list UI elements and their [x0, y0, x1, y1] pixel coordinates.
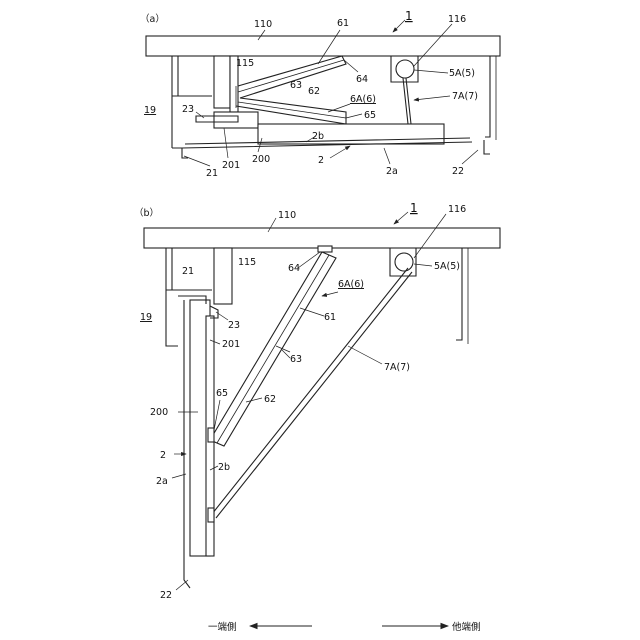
label-63: 63	[290, 354, 302, 365]
strut-end	[208, 508, 214, 522]
label-63: 63	[290, 80, 302, 91]
label-2: 2	[318, 155, 324, 166]
hinge-65	[208, 428, 214, 442]
label-200: 200	[252, 154, 270, 165]
label-110: 110	[278, 210, 296, 221]
other-end-side-label: 他端側	[452, 621, 481, 633]
label-201: 201	[222, 160, 240, 171]
pivot-5a	[396, 60, 414, 78]
label-115: 115	[238, 257, 256, 268]
strut-7a	[403, 78, 411, 124]
label-110: 110	[254, 19, 272, 30]
label-201: 201	[222, 339, 240, 350]
leader-65	[346, 114, 362, 118]
label-21: 21	[182, 266, 194, 277]
hinge-64	[318, 246, 332, 252]
leader-23	[196, 112, 204, 118]
leader-5a	[414, 70, 448, 73]
label-61: 61	[324, 312, 336, 323]
leader-2a	[384, 148, 390, 164]
label-1: 1	[410, 201, 418, 215]
leader-22	[176, 580, 188, 590]
label-19: 19	[140, 312, 152, 323]
leader-1	[393, 20, 405, 32]
label-62: 62	[264, 394, 276, 405]
support-block	[214, 56, 230, 108]
panel-b: （b） 110 1 116 21	[134, 201, 500, 601]
support-block	[214, 248, 232, 304]
label-65: 65	[364, 110, 376, 121]
panel-2a-edge	[184, 300, 190, 588]
label-2b: 2b	[312, 131, 324, 142]
leader-7a	[414, 96, 450, 100]
link-61	[238, 56, 346, 98]
right-frame	[485, 56, 490, 137]
label-5a: 5A(5)	[449, 68, 475, 79]
leader-2	[330, 146, 350, 158]
one-end-side-label: 一端側	[208, 621, 237, 633]
label-22: 22	[160, 590, 172, 601]
panel-b-caption: （b）	[134, 207, 159, 219]
label-2a: 2a	[386, 166, 398, 177]
label-61: 61	[337, 18, 349, 29]
label-2: 2	[160, 450, 166, 461]
label-6a: 6A(6)	[338, 279, 364, 290]
label-22: 22	[452, 166, 464, 177]
leader-64	[344, 60, 358, 72]
label-23: 23	[228, 320, 240, 331]
label-2b: 2b	[218, 462, 230, 473]
leader-1	[394, 212, 408, 224]
label-19: 19	[144, 105, 156, 116]
label-7a: 7A(7)	[452, 91, 478, 102]
leader-6a	[322, 292, 338, 296]
hook-22	[484, 140, 490, 154]
label-1: 1	[405, 9, 413, 23]
label-21: 21	[206, 168, 218, 179]
label-116: 116	[448, 204, 466, 215]
panel-a: （a） 110 61 1	[140, 9, 500, 179]
label-6a: 6A(6)	[350, 94, 376, 105]
leader-21	[184, 156, 210, 166]
leader-5a	[414, 264, 432, 266]
label-62: 62	[308, 86, 320, 97]
label-200: 200	[150, 407, 168, 418]
label-2a: 2a	[156, 476, 168, 487]
left-frame	[172, 56, 212, 148]
leader-22	[462, 150, 478, 164]
label-64: 64	[356, 74, 368, 85]
direction-legend: 一端側 他端側	[208, 621, 481, 633]
label-5a: 5A(5)	[434, 261, 460, 272]
label-23: 23	[182, 104, 194, 115]
pivot-5a	[395, 253, 413, 271]
top-board	[146, 36, 500, 56]
leader-7a	[348, 346, 382, 364]
label-116: 116	[448, 14, 466, 25]
label-64: 64	[288, 263, 300, 274]
base-200	[214, 112, 258, 128]
top-board	[144, 228, 500, 248]
panel-a-caption: （a）	[140, 13, 165, 25]
label-7a: 7A(7)	[384, 362, 410, 373]
label-65: 65	[216, 388, 228, 399]
label-115: 115	[236, 58, 254, 69]
